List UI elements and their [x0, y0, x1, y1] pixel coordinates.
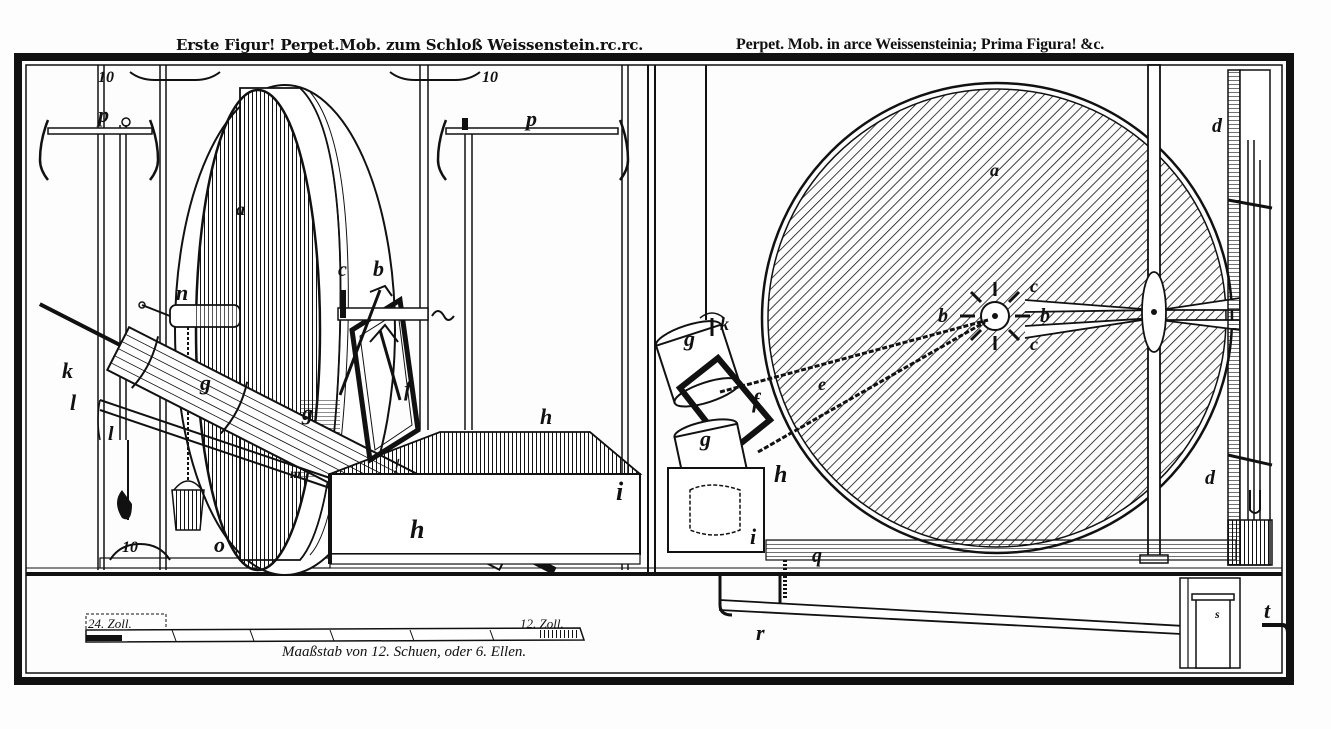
outer-frame	[14, 53, 1294, 685]
label-screw-g-2: g	[301, 400, 313, 425]
label-tank-i: i	[616, 477, 624, 506]
label-big-wheel-a: a	[990, 160, 999, 180]
label-hub-c-bottom: c	[1030, 334, 1038, 354]
label-frame-top-mid: 10	[482, 69, 498, 86]
label-rope-e: e	[818, 374, 826, 394]
caption-latin: Perpet. Mob. in arce Weissensteinia; Pri…	[736, 36, 1105, 53]
label-rod-p-left: p	[96, 102, 109, 127]
scale-right-label: 12. Zoll.	[520, 616, 564, 631]
scale-left-label: 24. Zoll.	[88, 616, 132, 631]
scale-caption: Maaßstab von 12. Schuen, oder 6. Ellen.	[281, 644, 526, 660]
winch-n	[138, 301, 241, 328]
scale-bar	[85, 613, 586, 643]
pendulum	[117, 440, 132, 520]
label-bucket-o: o	[214, 532, 225, 557]
label-right-h: h	[774, 462, 787, 488]
label-right-g-bottom: g	[699, 426, 711, 451]
label-hub-b-right: b	[1040, 305, 1050, 327]
caption-german: Erste Figur! Perpet.Mob. zum Schloß Weis…	[176, 36, 644, 54]
label-trough-l-upper: l	[70, 390, 77, 415]
label-tank-h-top: h	[540, 404, 552, 429]
label-q: q	[812, 545, 822, 567]
label-r: r	[756, 620, 765, 645]
rod-p-left	[38, 117, 160, 181]
label-right-k: k	[720, 314, 729, 334]
label-rod-p-mid: p	[524, 106, 537, 131]
label-tank-h-front: h	[410, 515, 424, 544]
lever-r	[718, 560, 1221, 637]
crank-t	[1262, 623, 1290, 681]
label-frame-top-left: 10	[98, 69, 114, 86]
label-right-f: f	[752, 388, 762, 413]
label-trough-l-lower: l	[108, 423, 114, 445]
left-posts	[97, 65, 629, 570]
tank-h	[328, 431, 643, 565]
trough-l	[97, 399, 331, 489]
label-left-wheel: a	[236, 199, 245, 219]
pendulum-rod-right	[1139, 64, 1169, 564]
label-screw-k: k	[62, 358, 73, 383]
label-d-bottom: d	[1205, 467, 1216, 489]
crank-bc-left	[337, 284, 455, 401]
label-hub-b-left: b	[938, 305, 948, 327]
figure-labels: 10 10 10 p p a n o k l l g g f c b h h i…	[62, 69, 1271, 645]
label-frame-bottom-left: 10	[122, 539, 138, 556]
label-right-g-top: g	[683, 326, 695, 351]
label-crank-b-left: b	[373, 256, 384, 281]
label-crank-c-left: c	[338, 259, 347, 281]
label-screw-g-1: g	[199, 370, 211, 395]
label-winch-n: n	[176, 280, 188, 305]
label-hub-c-top: c	[1030, 276, 1038, 296]
label-right-i: i	[750, 524, 757, 549]
label-frame-f-left: f	[404, 376, 414, 401]
label-m-mark: m	[290, 467, 301, 482]
post-s	[1179, 577, 1241, 669]
label-d-top: d	[1212, 115, 1223, 137]
floor-right	[765, 539, 1237, 561]
screw-assembly-right	[654, 312, 775, 553]
label-t: t	[1264, 598, 1271, 623]
label-s: s	[1214, 607, 1220, 621]
column-d	[1227, 69, 1273, 566]
rod-p-mid	[436, 118, 630, 181]
